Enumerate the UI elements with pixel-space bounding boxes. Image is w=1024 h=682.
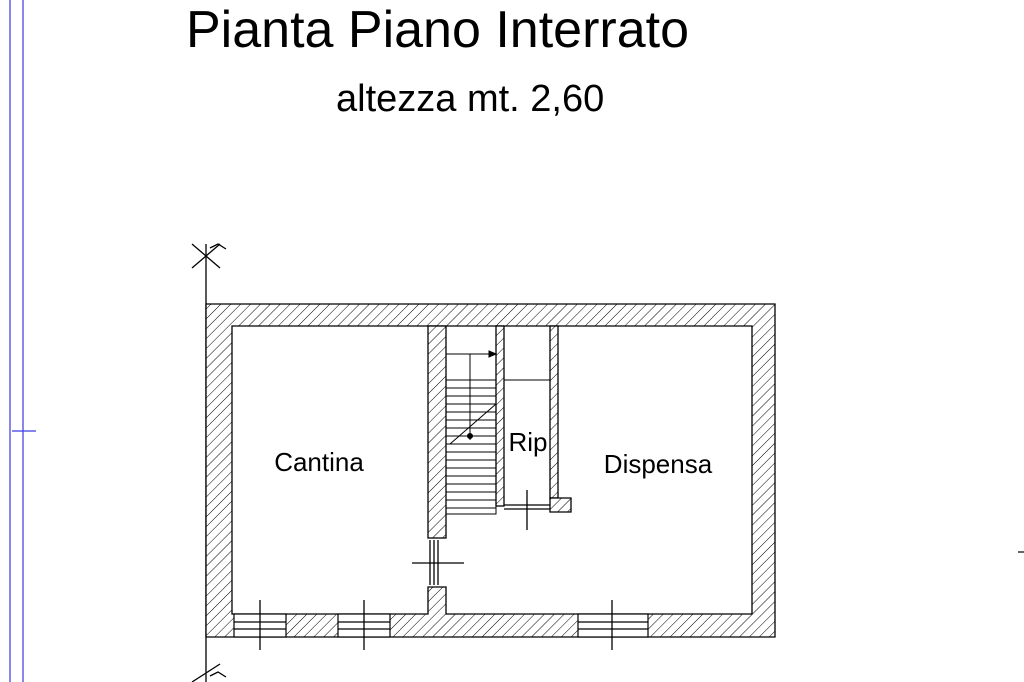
room-label-cantina: Cantina [274, 447, 364, 477]
window-cantina-2 [337, 600, 391, 650]
walls [205, 303, 776, 638]
drawing-title: Pianta Piano Interrato [186, 1, 689, 59]
door-rip [504, 490, 550, 530]
stair-wall-left [427, 325, 447, 539]
closet-wall-corner [549, 497, 572, 513]
drawing-subtitle: altezza mt. 2,60 [336, 78, 605, 120]
outer-wall [205, 303, 776, 638]
window-cantina-1 [233, 600, 287, 650]
door-cantina-dispensa [412, 540, 464, 585]
room-label-rip: Rip [508, 427, 547, 457]
windows [233, 600, 649, 650]
openings [412, 490, 550, 585]
staircase [445, 325, 498, 515]
closet-wall-right [549, 325, 559, 499]
room-label-dispensa: Dispensa [604, 449, 713, 479]
page-guide-lines [9, 0, 36, 682]
closet-wall-left [495, 325, 505, 507]
window-dispensa [577, 600, 649, 650]
